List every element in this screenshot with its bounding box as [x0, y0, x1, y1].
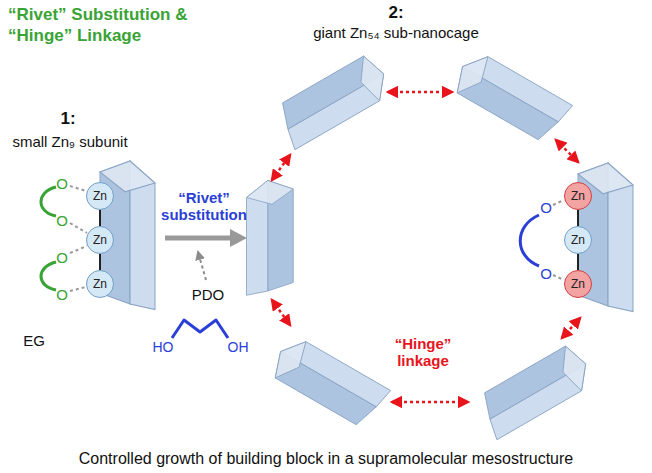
hinge-arrow: [562, 318, 580, 338]
atom-symbol: Zn: [93, 189, 107, 203]
callout-number: 2:: [388, 3, 403, 22]
atom-label: O: [56, 286, 68, 303]
hinge-arrow: [272, 300, 290, 325]
process-label: “Rivet” substitution: [149, 189, 259, 223]
atom-symbol: Zn: [571, 233, 585, 247]
hinge-arrow: [556, 140, 578, 162]
atom-symbol: Zn: [571, 277, 585, 291]
eg-chain: [41, 187, 56, 216]
coordination-bond: [70, 287, 86, 291]
zn-atom: Zn: [564, 182, 592, 210]
cage-label: giant Zn₅₄ sub-nanocage: [313, 24, 479, 41]
atom-symbol: Zn: [571, 189, 585, 203]
zn-atom: Zn: [86, 270, 114, 298]
metal-bond: [99, 254, 101, 270]
atom-label: O: [56, 175, 68, 192]
subunit-label: small Zn₉ subunit: [12, 133, 127, 150]
prism: [247, 181, 294, 296]
coordination-bond: [70, 246, 87, 253]
coordination-bond: [553, 200, 564, 205]
atom-label: O: [540, 265, 552, 282]
substitution-arrowhead: [230, 229, 247, 247]
atom-label: O: [56, 249, 68, 266]
zn-atom: Zn: [86, 182, 114, 210]
metal-bond: [577, 254, 579, 270]
atom-label: HO: [153, 339, 174, 355]
pdo-arrow: [198, 252, 206, 280]
hinge-arrow: [392, 401, 468, 404]
prism: [474, 342, 597, 440]
atom-label: OH: [228, 339, 249, 355]
pdo-chain: [520, 215, 539, 266]
pdo-molecule: [172, 320, 228, 338]
process-label: “Hinge” linkage: [378, 335, 468, 369]
atom-label: O: [56, 212, 68, 229]
prism: [268, 333, 391, 431]
metal-bond: [99, 210, 101, 226]
prism: [272, 52, 395, 150]
zn-atom: Zn: [564, 226, 592, 254]
substitution-arrow: [165, 236, 232, 241]
metal-bond: [577, 210, 579, 226]
prism: [450, 48, 573, 146]
coordination-bond: [70, 186, 86, 191]
callout-number: 1:: [60, 109, 75, 128]
atom-label: O: [540, 199, 552, 216]
coordination-bond: [70, 223, 87, 233]
eg-chain: [41, 262, 56, 290]
zn-atom: Zn: [86, 226, 114, 254]
hinge-arrow: [388, 91, 452, 94]
coordination-bond: [553, 275, 564, 280]
title: “Rivet” Substitution & “Hinge” Linkage: [8, 4, 208, 46]
zn-atom: Zn: [564, 270, 592, 298]
atom-symbol: Zn: [93, 277, 107, 291]
ligand-name: PDO: [192, 286, 225, 303]
atom-symbol: Zn: [93, 233, 107, 247]
hinge-arrow: [272, 155, 290, 180]
ligand-name: EG: [23, 332, 45, 349]
caption: Controlled growth of building block in a…: [79, 450, 573, 468]
